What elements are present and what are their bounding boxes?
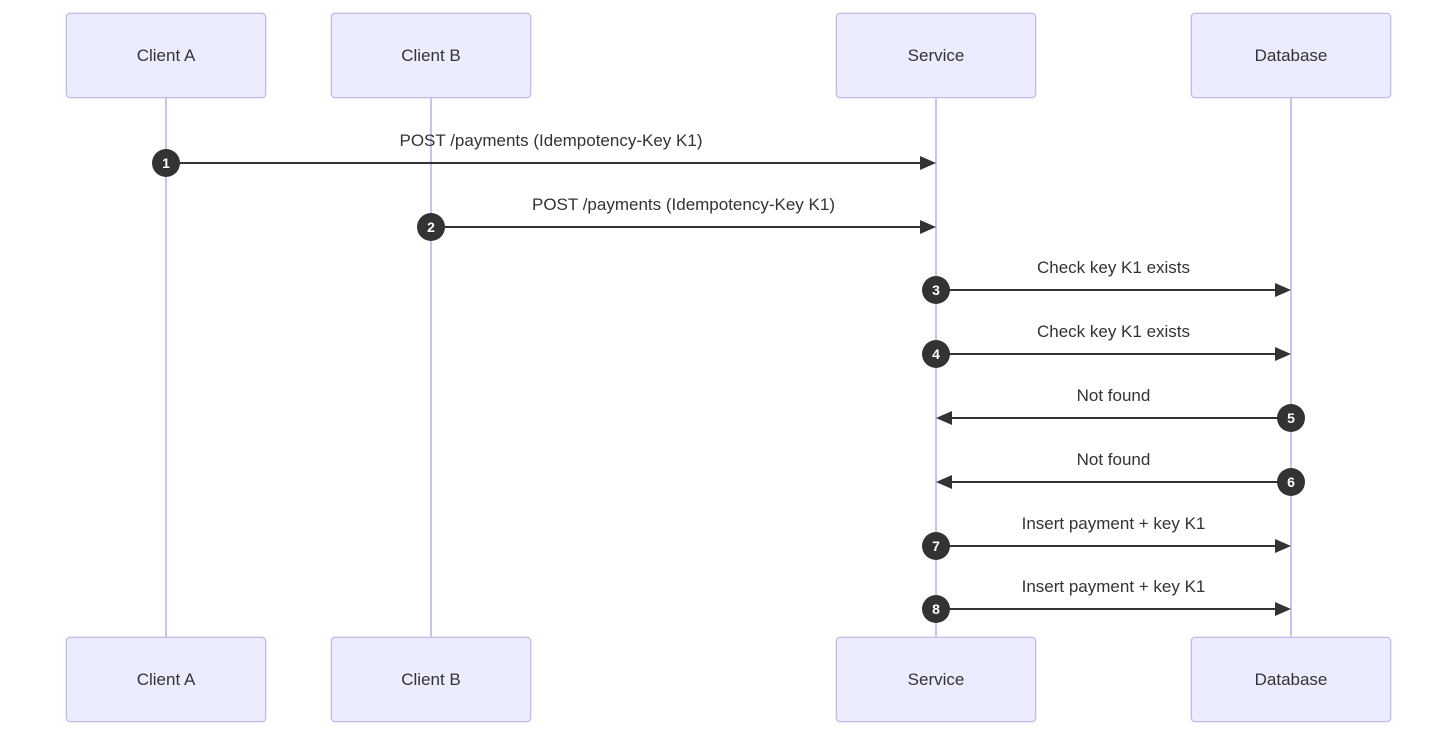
actor-box-bottom-database: Database xyxy=(1191,637,1391,722)
actor-box-top-client-b: Client B xyxy=(331,13,531,98)
actor-box-top-service: Service xyxy=(836,13,1036,98)
message-label: Not found xyxy=(1076,449,1151,469)
message-arrowhead xyxy=(920,155,936,170)
message-label: Not found xyxy=(1076,385,1151,405)
message-label: POST /payments (Idempotency-Key K1) xyxy=(399,130,703,150)
message-label: Insert payment + key K1 xyxy=(1021,577,1206,597)
message-number-badge: 8 xyxy=(922,595,950,624)
actor-label-client-a: Client A xyxy=(136,45,196,65)
message-line xyxy=(936,544,1277,547)
message-arrowhead xyxy=(1275,538,1291,553)
message-arrowhead xyxy=(1275,602,1291,617)
message-number-badge: 5 xyxy=(1277,403,1305,432)
message-line xyxy=(936,353,1277,356)
message-number-badge: 6 xyxy=(1277,467,1305,496)
message-arrowhead xyxy=(1275,283,1291,298)
actor-box-top-client-a: Client A xyxy=(66,13,266,98)
actor-label-database: Database xyxy=(1254,669,1328,689)
message-arrowhead xyxy=(920,219,936,234)
actor-label-database: Database xyxy=(1254,45,1328,65)
message-line xyxy=(950,416,1291,419)
lifeline-client-a xyxy=(165,98,167,637)
message-number-badge: 3 xyxy=(922,276,950,305)
message-label: POST /payments (Idempotency-Key K1) xyxy=(532,194,835,214)
message-arrowhead xyxy=(936,410,952,425)
actor-box-top-database: Database xyxy=(1191,13,1391,98)
actor-label-client-b: Client B xyxy=(401,669,461,689)
message-number-badge: 1 xyxy=(152,148,180,177)
message-arrowhead xyxy=(1275,347,1291,362)
message-number-badge: 4 xyxy=(922,340,950,369)
lifeline-database xyxy=(1290,98,1292,637)
message-line xyxy=(166,161,922,164)
actor-box-bottom-client-b: Client B xyxy=(331,637,531,722)
lifeline-client-b xyxy=(430,98,432,637)
message-line xyxy=(431,225,922,228)
message-number-badge: 7 xyxy=(922,531,950,560)
message-label: Insert payment + key K1 xyxy=(1021,513,1206,533)
actor-label-client-b: Client B xyxy=(401,45,461,65)
message-arrowhead xyxy=(936,474,952,489)
actor-label-service: Service xyxy=(907,669,965,689)
message-label: Check key K1 exists xyxy=(1036,322,1191,342)
actor-label-client-a: Client A xyxy=(136,669,196,689)
message-number-badge: 2 xyxy=(417,212,445,241)
actor-label-service: Service xyxy=(907,45,965,65)
message-line xyxy=(936,608,1277,611)
message-line xyxy=(950,480,1291,483)
actor-box-bottom-client-a: Client A xyxy=(66,637,266,722)
message-line xyxy=(936,289,1277,292)
actor-box-bottom-service: Service xyxy=(836,637,1036,722)
message-label: Check key K1 exists xyxy=(1036,258,1191,278)
